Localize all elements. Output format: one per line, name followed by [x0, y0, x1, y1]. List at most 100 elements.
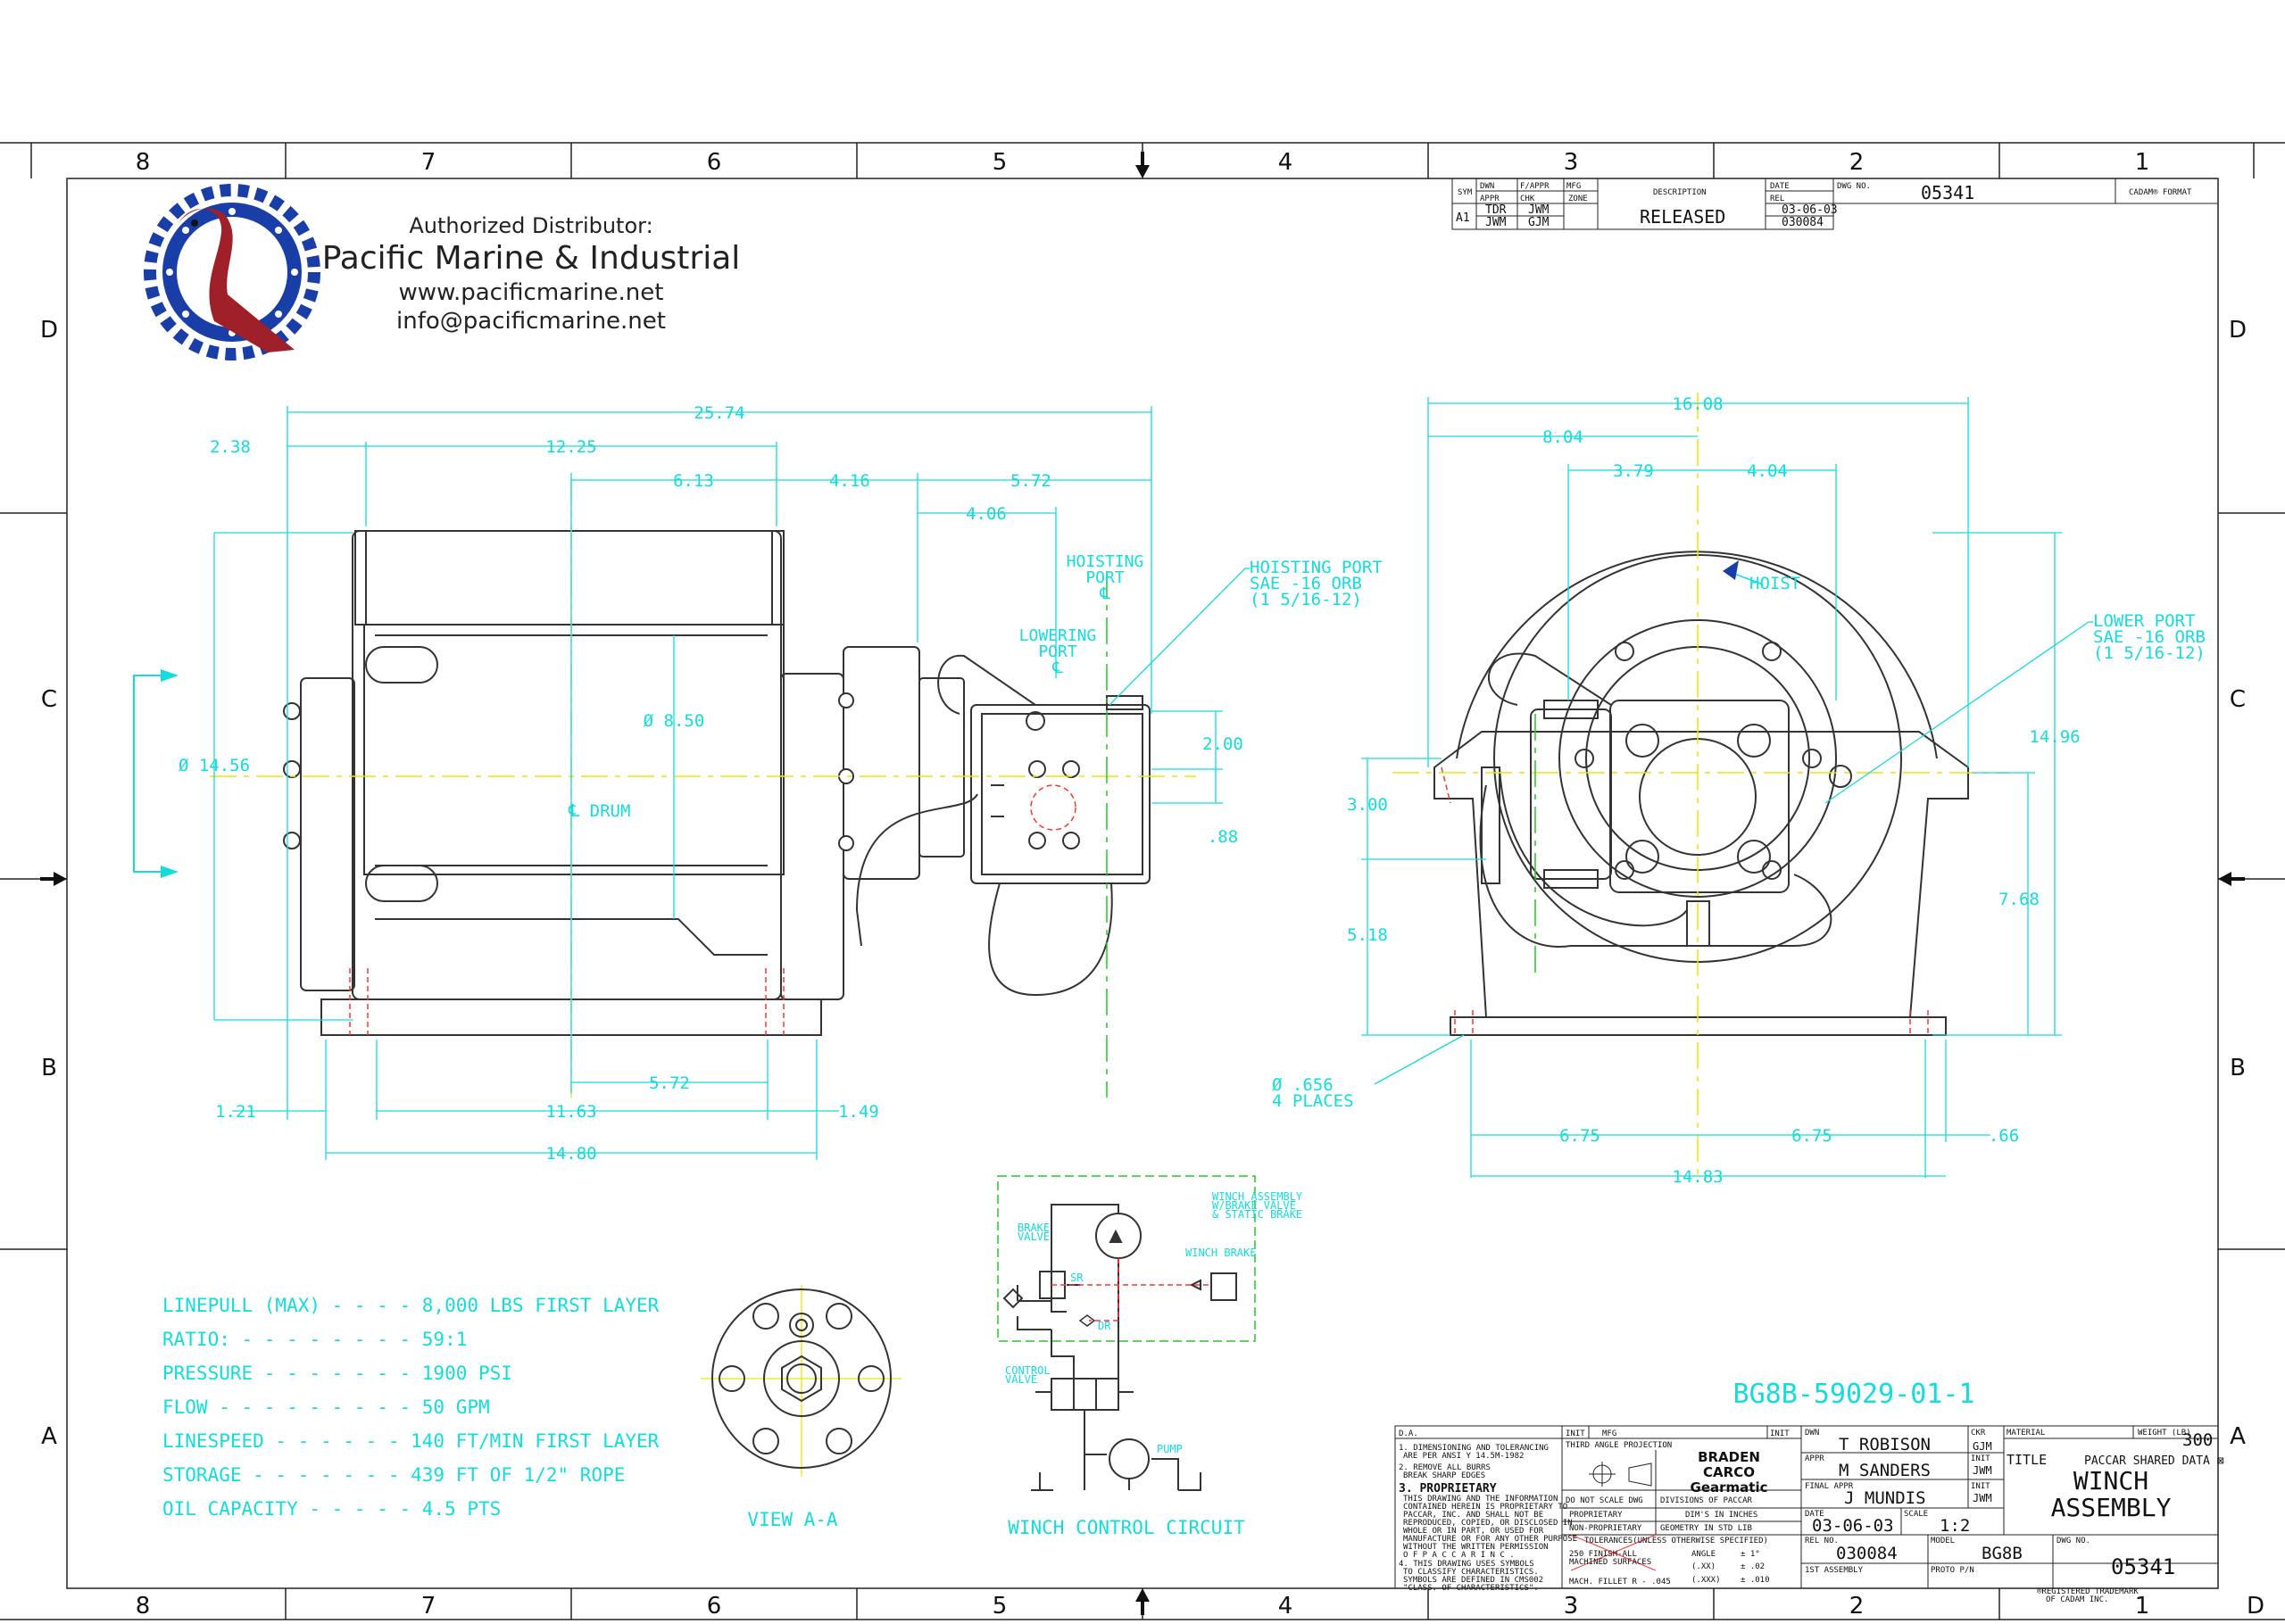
- distributor-company: Pacific Marine & Industrial: [321, 240, 741, 277]
- svg-text:APPR: APPR: [1805, 1454, 1824, 1463]
- zone-row: C: [41, 686, 57, 713]
- zone-row: D: [2229, 317, 2247, 344]
- svg-text:BRAKE: BRAKE: [1018, 1222, 1050, 1234]
- svg-text:DO NOT SCALE DWG: DO NOT SCALE DWG: [1566, 1496, 1643, 1505]
- dim-overall-height: 14.96: [2029, 727, 2080, 747]
- svg-text:1. DIMENSIONING AND TOLERANCIN: 1. DIMENSIONING AND TOLERANCING: [1399, 1444, 1549, 1453]
- zone-col: 4: [1278, 1593, 1293, 1620]
- svg-text:3. PROPRIETARY: 3. PROPRIETARY: [1399, 1482, 1497, 1496]
- svg-text:4 PLACES: 4 PLACES: [1272, 1091, 1354, 1111]
- spec-line: PRESSURE - - - - - - - 1900 PSI: [162, 1363, 512, 1384]
- zone-row: B: [41, 1055, 57, 1081]
- svg-text:LOWER PORT: LOWER PORT: [2093, 611, 2195, 631]
- dim-lowering-port: 4.06: [966, 504, 1007, 524]
- zone-row-corner: D: [2247, 1593, 2264, 1620]
- svg-text:VALVE: VALVE: [1005, 1373, 1037, 1386]
- dim-mount-center: 5.72: [649, 1073, 690, 1093]
- drum-centerline-label: ℄ DRUM: [568, 801, 630, 821]
- svg-text:4. THIS DRAWING USES SYMBOLS: 4. THIS DRAWING USES SYMBOLS: [1399, 1560, 1534, 1569]
- svg-text:PORT: PORT: [1085, 568, 1125, 587]
- front-view-hidden-lines: [349, 784, 1076, 1035]
- front-view-dimension-lines: [213, 406, 1250, 1160]
- svg-text:WEIGHT (LB): WEIGHT (LB): [2138, 1429, 2191, 1438]
- rev-date: 03-06-03: [1782, 203, 1838, 217]
- winch-control-circuit: [997, 1175, 1256, 1491]
- spec-line: LINEPULL (MAX) - - - - 8,000 LBS FIRST L…: [162, 1295, 660, 1316]
- svg-text:THIS DRAWING AND THE INFORMATI: THIS DRAWING AND THE INFORMATION: [1403, 1495, 1558, 1504]
- svg-text:WINCH BRAKE: WINCH BRAKE: [1185, 1247, 1256, 1259]
- svg-text:DATE: DATE: [1805, 1510, 1824, 1519]
- svg-text:REPRODUCED, COPIED, OR DISCLOS: REPRODUCED, COPIED, OR DISCLOSED IN: [1403, 1519, 1573, 1528]
- rev-dwn-header: DWN: [1480, 182, 1494, 191]
- dim-drum-span: 12.25: [545, 437, 596, 457]
- circuit-caption: WINCH CONTROL CIRCUIT: [1008, 1517, 1245, 1538]
- dim-drum-diameter: Ø 8.50: [644, 711, 705, 731]
- mounting-hole-note: Ø .656 4 PLACES: [1272, 1075, 1354, 1111]
- zone-col: 5: [993, 1593, 1008, 1620]
- zone-column-labels-top: 8 7 6 5 4 3 2 1: [136, 149, 2150, 176]
- side-view-drawing: [1433, 551, 1969, 1036]
- svg-text:(.XXX): (.XXX): [1691, 1576, 1721, 1585]
- hoisting-port-note: HOISTING PORT SAE -16 ORB (1 5/16-12): [1250, 558, 1383, 609]
- svg-text:MACHINED SURFACES: MACHINED SURFACES: [1569, 1558, 1651, 1567]
- distributor-block: Authorized Distributor: Pacific Marine &…: [308, 212, 754, 336]
- rev-fappr: JWM: [1528, 203, 1550, 217]
- dim-foot-left: 1.21: [215, 1102, 256, 1122]
- hoist-label: HOIST: [1749, 574, 1800, 593]
- distributor-email[interactable]: info@pacificmarine.net: [396, 308, 666, 335]
- zone-col: 6: [707, 1593, 722, 1620]
- view-aa-label: VIEW A-A: [747, 1509, 838, 1530]
- drawn-by: T ROBISON: [1839, 1435, 1931, 1454]
- rev-date-header: DATE: [1770, 182, 1790, 191]
- rev-mfg-header: MFG: [1566, 182, 1581, 191]
- weight-value: 300: [2182, 1430, 2213, 1450]
- zone-arrows: [40, 152, 2245, 1615]
- svg-text:SCALE: SCALE: [1904, 1510, 1928, 1519]
- dim-hole-edge: .66: [1989, 1126, 2019, 1146]
- dim-foot-span: 11.63: [545, 1102, 596, 1122]
- rev-appr: JWM: [1485, 216, 1507, 229]
- svg-text:Ø .656: Ø .656: [1272, 1075, 1334, 1095]
- hoist-rotation-arrow: [1723, 560, 1764, 585]
- release-number: 030084: [1836, 1544, 1898, 1563]
- rev-dwg-no: 05341: [1921, 182, 1974, 203]
- svg-text:NON-PROPRIETARY: NON-PROPRIETARY: [1569, 1524, 1642, 1533]
- rev-rel-header: REL: [1770, 195, 1784, 203]
- zone-col: 4: [1278, 149, 1293, 176]
- svg-text:WITHOUT THE WRITTEN PERMISSION: WITHOUT THE WRITTEN PERMISSION: [1403, 1543, 1549, 1552]
- svg-text:MACH. FILLET R - .045: MACH. FILLET R - .045: [1569, 1578, 1671, 1587]
- rev-zone-header: ZONE: [1568, 195, 1588, 203]
- distributor-website[interactable]: www.pacificmarine.net: [398, 279, 664, 306]
- view-aa-drawing: [701, 1285, 902, 1477]
- svg-text:INIT: INIT: [1971, 1482, 1990, 1491]
- drawing-number: 05341: [2111, 1554, 2175, 1579]
- svg-text:MATERIAL: MATERIAL: [2007, 1429, 2045, 1438]
- svg-text:SR: SR: [1070, 1272, 1084, 1284]
- dim-overall-width: 25.74: [694, 403, 744, 423]
- dim-hole-left: 6.75: [1559, 1126, 1600, 1146]
- zone-col: 7: [421, 149, 436, 176]
- rev-sym: A1: [1456, 211, 1470, 225]
- winch-specifications: LINEPULL (MAX) - - - - 8,000 LBS FIRST L…: [162, 1295, 660, 1520]
- lower-port-note: LOWER PORT SAE -16 ORB (1 5/16-12): [2093, 611, 2206, 663]
- dim-motor-right: 4.04: [1747, 461, 1788, 481]
- svg-text:HOISTING: HOISTING: [1067, 552, 1144, 571]
- svg-text:PACCAR, INC. AND SHALL NOT BE: PACCAR, INC. AND SHALL NOT BE: [1403, 1511, 1543, 1520]
- spec-line: RATIO: - - - - - - - - 59:1: [162, 1329, 467, 1350]
- svg-text:1ST ASSEMBLY: 1ST ASSEMBLY: [1805, 1566, 1864, 1575]
- svg-text:WHOLE OR IN PART, OR USED FOR: WHOLE OR IN PART, OR USED FOR: [1403, 1527, 1544, 1536]
- title-label: TITLE: [2007, 1452, 2047, 1468]
- distributor-heading: Authorized Distributor:: [409, 213, 653, 238]
- svg-text:℄: ℄: [1051, 659, 1063, 677]
- dim-motor-left: 3.79: [1613, 461, 1654, 481]
- rev-appr-header: APPR: [1480, 195, 1500, 203]
- dim-motor-offset: 4.16: [829, 471, 870, 491]
- zone-col: 3: [1564, 149, 1579, 176]
- svg-text:SAE -16 ORB: SAE -16 ORB: [1250, 574, 1362, 593]
- zone-col: 1: [2135, 149, 2150, 176]
- svg-text:DIM'S IN INCHES: DIM'S IN INCHES: [1685, 1511, 1757, 1520]
- svg-text:WINCH ASSEMBLY: WINCH ASSEMBLY: [1212, 1190, 1303, 1203]
- dim-base-length: 14.80: [545, 1144, 596, 1164]
- svg-text:DWN: DWN: [1805, 1429, 1819, 1438]
- zone-row: A: [41, 1423, 57, 1450]
